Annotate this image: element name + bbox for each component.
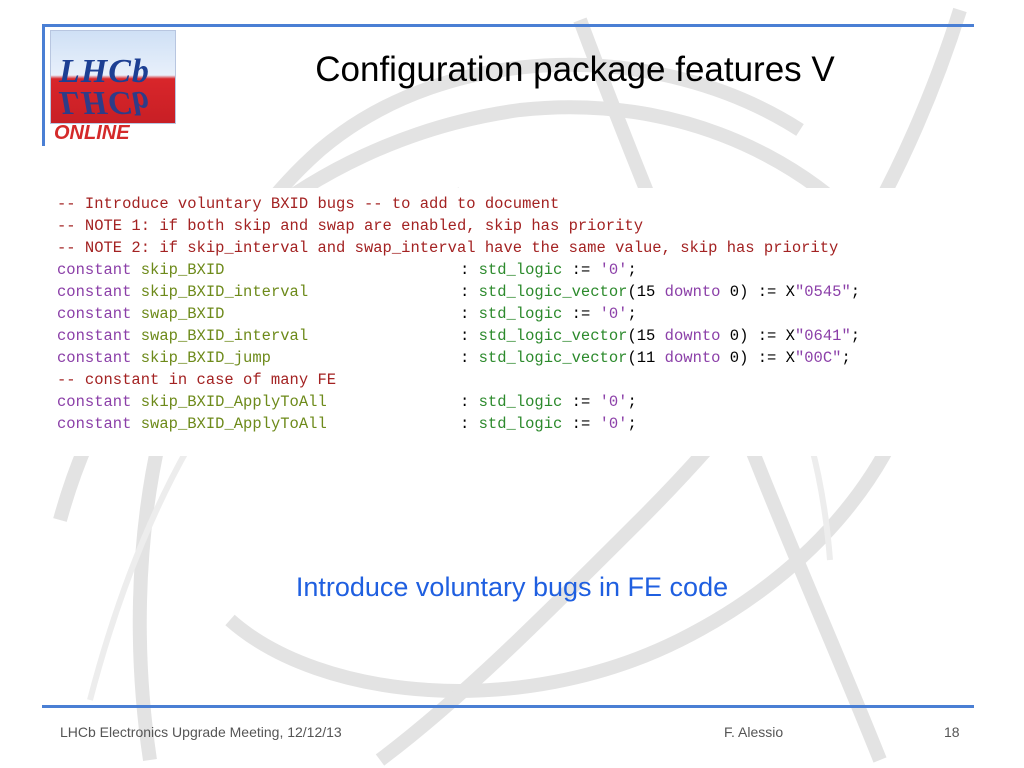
lhcb-online-logo: LHCb LHCb ONLINE — [50, 30, 176, 146]
code-type: std_logic_vector — [478, 349, 628, 367]
code-keyword: constant — [57, 283, 132, 301]
code-type: std_logic_vector — [478, 327, 628, 345]
footer-author: F. Alessio — [724, 724, 784, 740]
footer-meeting: LHCb Electronics Upgrade Meeting, 12/12/… — [60, 724, 342, 740]
code-identifier: skip_BXID — [140, 261, 225, 279]
code-comment-line: -- NOTE 2: if skip_interval and swap_int… — [57, 239, 839, 257]
code-operator: := — [571, 415, 591, 433]
code-keyword: constant — [57, 261, 132, 279]
code-literal: "0545" — [794, 283, 851, 301]
code-comment-line: -- constant in case of many FE — [57, 371, 337, 389]
code-literal: "0641" — [794, 327, 851, 345]
code-comment-line: -- Introduce voluntary BXID bugs -- to a… — [57, 195, 560, 213]
code-operator: := — [571, 261, 591, 279]
code-decl-line: constant skip_BXID_ApplyToAll: std_logic… — [57, 393, 637, 411]
code-keyword: constant — [57, 349, 132, 367]
logo-online-text: ONLINE — [54, 122, 130, 144]
code-keyword: downto — [664, 283, 721, 301]
header-rule — [42, 24, 974, 27]
code-keyword: downto — [664, 327, 721, 345]
footer-page-number: 18 — [944, 724, 960, 740]
code-identifier: skip_BXID_jump — [140, 349, 271, 367]
code-decl-line: constant skip_BXID_jump: std_logic_vecto… — [57, 349, 851, 367]
code-operator: := — [757, 327, 777, 345]
code-literal: '0' — [599, 305, 628, 323]
code-keyword: constant — [57, 327, 132, 345]
header-side-rule — [42, 24, 45, 146]
code-operator: := — [571, 393, 591, 411]
code-keyword: constant — [57, 393, 132, 411]
code-decl-line: constant skip_BXID_interval: std_logic_v… — [57, 283, 861, 301]
code-number: 15 — [636, 327, 656, 345]
code-type: std_logic_vector — [478, 283, 628, 301]
code-number: 15 — [636, 283, 656, 301]
code-literal: '0' — [599, 261, 628, 279]
code-operator: := — [571, 305, 591, 323]
logo-lhcb-text: LHCb — [59, 53, 150, 90]
slide-title: Configuration package features V — [315, 50, 835, 89]
code-screenshot: -- Introduce voluntary BXID bugs -- to a… — [50, 188, 966, 456]
code-operator: := — [757, 349, 777, 367]
code-keyword: constant — [57, 305, 132, 323]
code-literal-prefix: X — [785, 283, 795, 301]
code-type: std_logic — [478, 305, 563, 323]
code-type: std_logic — [478, 415, 563, 433]
code-keyword: constant — [57, 415, 132, 433]
code-identifier: swap_BXID_ApplyToAll — [140, 415, 327, 433]
code-literal: '0' — [599, 393, 628, 411]
code-type: std_logic — [478, 261, 563, 279]
logo-lhcb-reflection: LHCb — [59, 84, 150, 121]
code-comment-line: -- NOTE 1: if both skip and swap are ena… — [57, 217, 643, 235]
code-number: 11 — [636, 349, 656, 367]
code-literal-prefix: X — [785, 327, 795, 345]
slide-subtitle: Introduce voluntary bugs in FE code — [295, 572, 729, 602]
logo-panel: LHCb LHCb — [50, 30, 176, 124]
code-identifier: skip_BXID_ApplyToAll — [140, 393, 327, 411]
code-literal: "00C" — [794, 349, 842, 367]
code-decl-line: constant swap_BXID: std_logic := '0'; — [57, 305, 637, 323]
code-literal: '0' — [599, 415, 628, 433]
code-identifier: swap_BXID — [140, 305, 225, 323]
code-identifier: skip_BXID_interval — [140, 283, 309, 301]
code-identifier: swap_BXID_interval — [140, 327, 309, 345]
code-keyword: downto — [664, 349, 721, 367]
code-decl-line: constant swap_BXID_ApplyToAll: std_logic… — [57, 415, 637, 433]
footer-rule — [42, 705, 974, 708]
code-type: std_logic — [478, 393, 563, 411]
code-decl-line: constant skip_BXID: std_logic := '0'; — [57, 261, 637, 279]
code-decl-line: constant swap_BXID_interval: std_logic_v… — [57, 327, 861, 345]
code-operator: := — [757, 283, 777, 301]
code-literal-prefix: X — [785, 349, 795, 367]
